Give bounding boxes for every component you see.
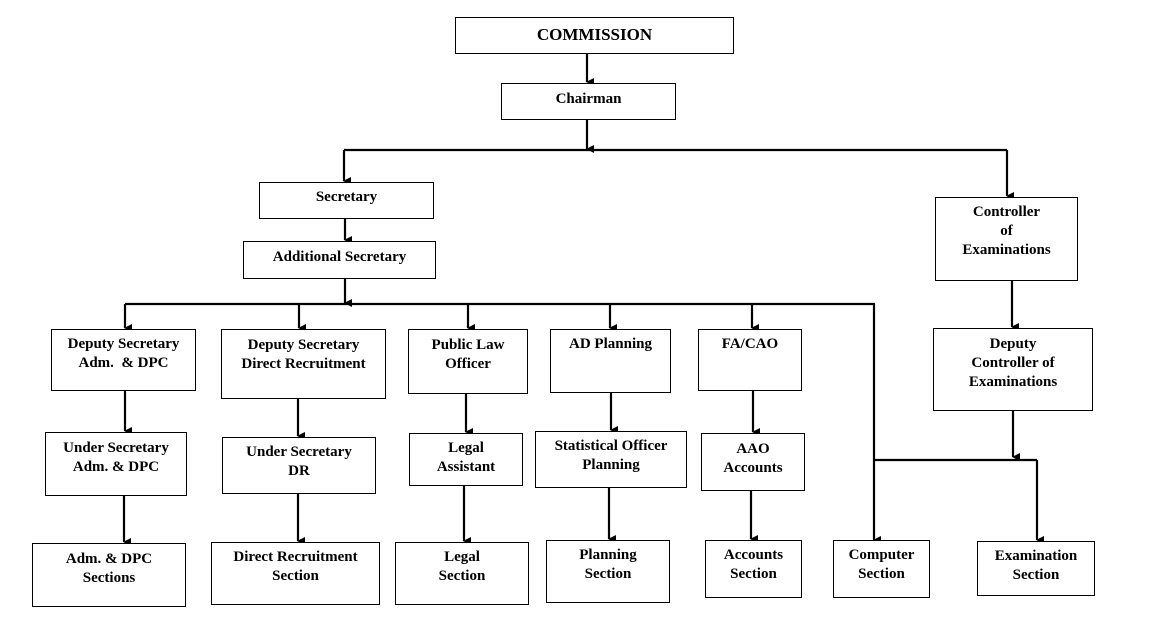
statistical-officer-box: Statistical Officer Planning bbox=[535, 431, 687, 488]
planning-section-box: Planning Section bbox=[546, 540, 670, 603]
public-law-officer-box: Public Law Officer bbox=[408, 329, 528, 394]
under-secretary-adm-label: Under Secretary Adm. & DPC bbox=[63, 440, 169, 475]
ad-planning-label: AD Planning bbox=[569, 336, 652, 352]
examination-section-box: Examination Section bbox=[977, 541, 1095, 596]
secretary-label: Secretary bbox=[315, 189, 378, 205]
adm-dpc-sections-label: Adm. & DPC Sections bbox=[65, 551, 153, 586]
deputy-controller-label: Deputy Controller of Examinations bbox=[968, 336, 1058, 390]
adm-dpc-sections-box: Adm. & DPC Sections bbox=[32, 543, 186, 607]
aao-accounts-label: AAO Accounts bbox=[723, 441, 783, 476]
legal-section-box: Legal Section bbox=[395, 542, 529, 605]
statistical-officer-label: Statistical Officer Planning bbox=[554, 438, 668, 473]
additional-secretary-box: Additional Secretary bbox=[243, 241, 436, 279]
direct-recruitment-section-label: Direct Recruitment Section bbox=[233, 549, 358, 584]
ad-planning-box: AD Planning bbox=[550, 329, 671, 393]
controller-of-examinations-label: Controller of Examinations bbox=[962, 204, 1051, 258]
deputy-controller-box: Deputy Controller of Examinations bbox=[933, 328, 1093, 411]
under-secretary-adm-box: Under Secretary Adm. & DPC bbox=[45, 432, 187, 496]
fa-cao-box: FA/CAO bbox=[698, 329, 802, 391]
legal-assistant-label: Legal Assistant bbox=[436, 440, 496, 475]
fa-cao-label: FA/CAO bbox=[721, 336, 779, 352]
chairman-label: Chairman bbox=[555, 91, 622, 107]
deputy-secretary-adm-box: Deputy Secretary Adm. & DPC bbox=[51, 329, 196, 391]
commission-box: COMMISSION bbox=[455, 17, 734, 54]
legal-section-label: Legal Section bbox=[438, 549, 486, 584]
public-law-officer-label: Public Law Officer bbox=[431, 337, 505, 372]
accounts-section-label: Accounts Section bbox=[723, 547, 784, 582]
deputy-secretary-dr-box: Deputy Secretary Direct Recruitment bbox=[221, 329, 386, 399]
aao-accounts-box: AAO Accounts bbox=[701, 433, 805, 491]
under-secretary-dr-label: Under Secretary DR bbox=[246, 444, 352, 479]
chairman-box: Chairman bbox=[501, 83, 676, 120]
commission-label: COMMISSION bbox=[536, 25, 653, 44]
under-secretary-dr-box: Under Secretary DR bbox=[222, 437, 376, 494]
computer-section-box: Computer Section bbox=[833, 540, 930, 598]
accounts-section-box: Accounts Section bbox=[705, 540, 802, 598]
secretary-box: Secretary bbox=[259, 182, 434, 219]
legal-assistant-box: Legal Assistant bbox=[409, 433, 523, 486]
deputy-secretary-dr-label: Deputy Secretary Direct Recruitment bbox=[241, 337, 366, 372]
planning-section-label: Planning Section bbox=[579, 547, 637, 582]
controller-of-examinations-box: Controller of Examinations bbox=[935, 197, 1078, 281]
deputy-secretary-adm-label: Deputy Secretary Adm. & DPC bbox=[67, 336, 180, 371]
examination-section-label: Examination Section bbox=[994, 548, 1078, 583]
additional-secretary-label: Additional Secretary bbox=[272, 249, 407, 265]
computer-section-label: Computer Section bbox=[848, 547, 915, 582]
direct-recruitment-section-box: Direct Recruitment Section bbox=[211, 542, 380, 605]
